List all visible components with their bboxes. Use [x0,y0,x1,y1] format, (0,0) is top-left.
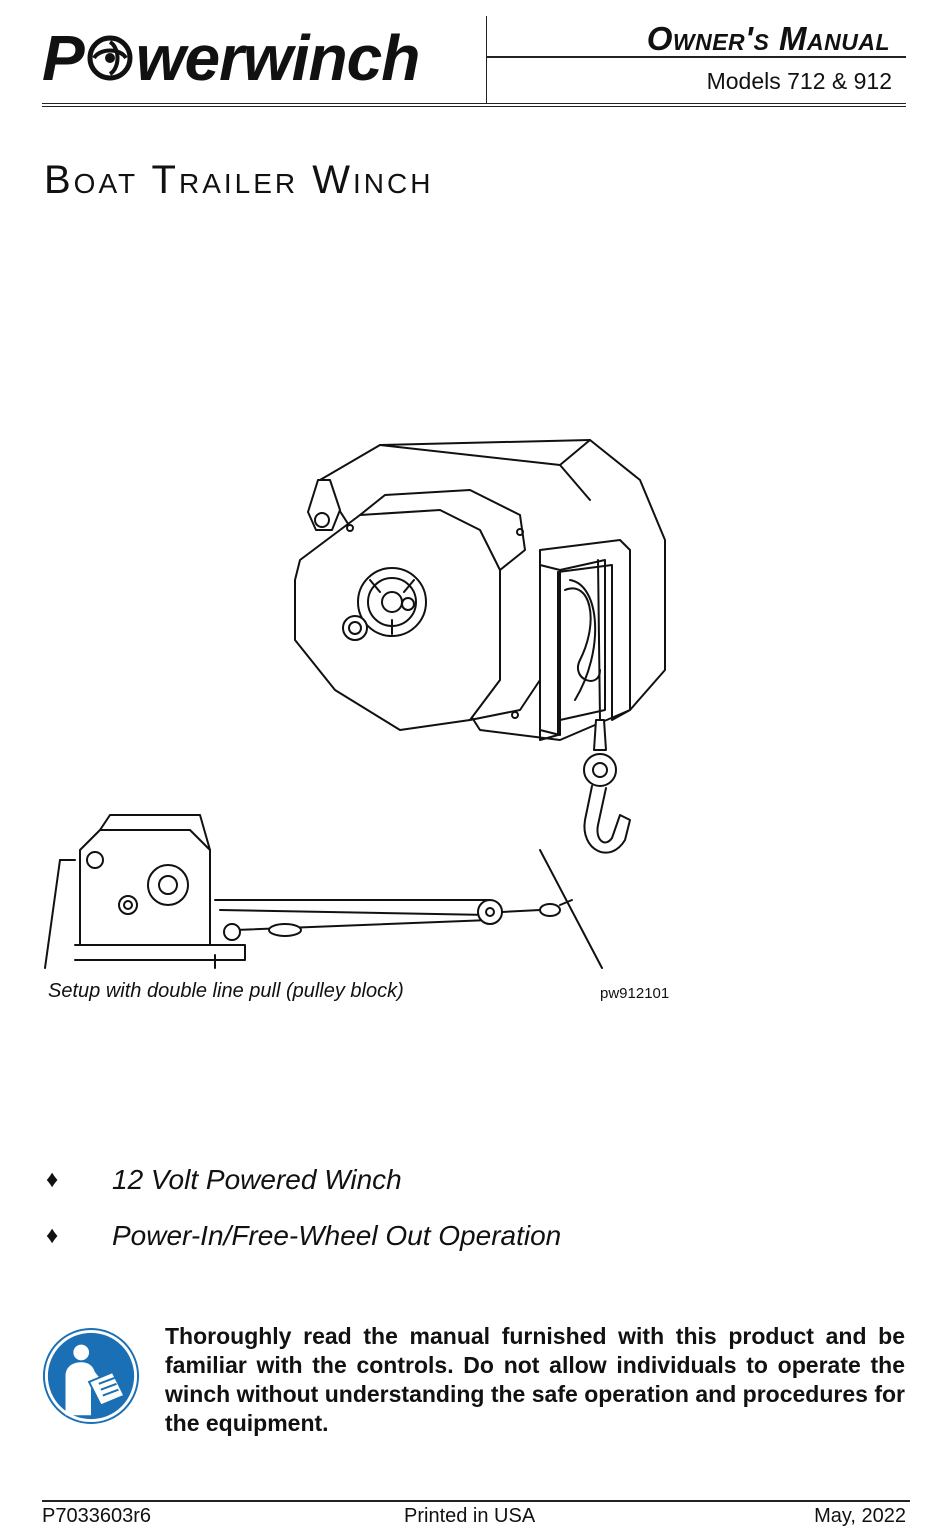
publication-date: May, 2022 [814,1505,906,1527]
feature-list: ♦ 12 Volt Powered Winch ♦ Power-In/Free-… [46,1152,906,1264]
winch-housing [294,439,666,854]
feature-item: ♦ 12 Volt Powered Winch [46,1152,906,1208]
printed-label: Printed in USA [404,1505,536,1527]
manual-title: Owner's Manual [646,20,890,57]
feature-text: 12 Volt Powered Winch [112,1164,402,1195]
setup-illustration [44,814,603,969]
brand-logo: P werwinch [42,22,482,94]
header-divider [486,16,487,104]
read-manual-icon [42,1327,140,1425]
feature-text: Power-In/Free-Wheel Out Operation [112,1220,562,1251]
models-label: Models 712 & 912 [706,68,892,94]
header-bottom-rule-2 [42,106,906,107]
footer-rule [42,1500,910,1502]
diamond-bullet-icon: ♦ [46,1166,59,1193]
winch-illustration [44,439,666,969]
part-number: P7033603r6 [42,1505,151,1527]
header-bottom-rule [42,103,906,104]
brand-swirl-icon [87,35,133,81]
header-rule [486,56,906,58]
diamond-bullet-icon: ♦ [46,1222,59,1249]
figure-id: pw912101 [600,985,670,1002]
feature-item: ♦ Power-In/Free-Wheel Out Operation [46,1208,906,1264]
brand-suffix: werwinch [135,22,421,94]
document-title: Boat Trailer Winch [44,158,434,202]
figure-caption: Setup with double line pull (pulley bloc… [48,980,404,1002]
warning-text: Thoroughly read the manual furnished wit… [165,1323,905,1436]
brand-prefix: P [42,22,85,94]
